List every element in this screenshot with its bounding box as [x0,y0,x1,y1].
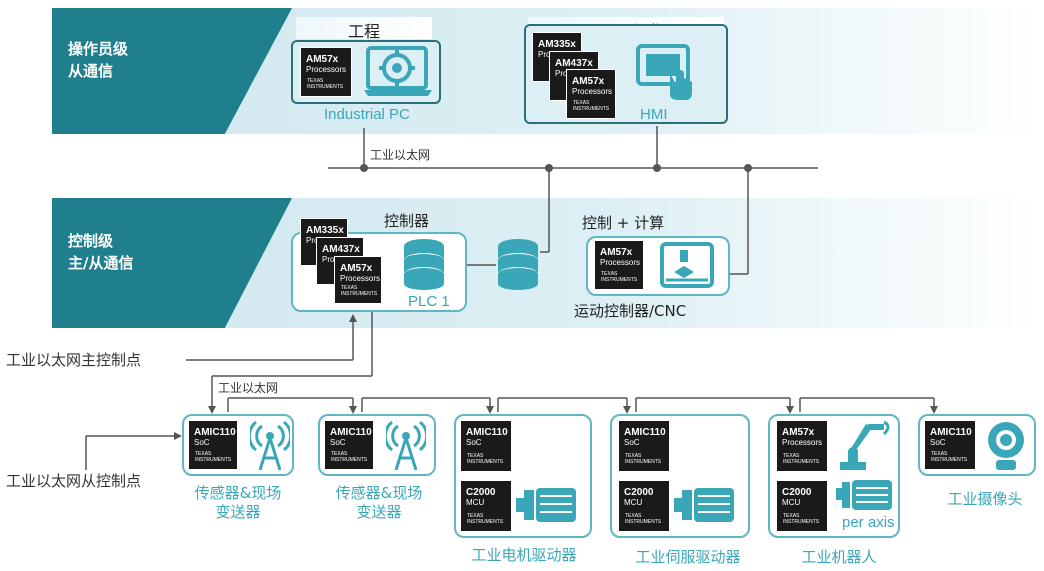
engineering-title: 工程 [348,22,381,41]
gear-monitor-icon [364,46,432,96]
ethernet-label-bottom: 工业以太网 [218,381,279,395]
antenna-tower-icon [250,420,290,471]
engineering-header [296,17,432,39]
cnc-machine-icon [660,242,714,288]
motor-drive-label: 工业电机驱动器 [471,546,577,564]
master-point-label: 工业以太网主控制点 [6,351,142,369]
webcam-icon [988,422,1024,470]
industrial-pc-label: Industrial PC [324,106,410,123]
robot-motor-icon [836,480,892,510]
sensor-label-1: 传感器&现场变送器 [194,484,282,521]
operator-tier-label: 操作员级从通信 [68,40,129,80]
motor-icon [516,488,576,522]
control-tier-label: 控制级主/从通信 [68,232,134,272]
robot-arm-icon [840,420,890,470]
camera-label: 工业摄像头 [947,490,1023,508]
antenna-tower-icon-2 [386,420,426,471]
hmi-label: HMI [640,106,668,123]
plc-label: PLC 1 [408,293,450,310]
motion-cnc-label: 运动控制器/CNC [574,302,687,320]
database-icon [404,239,444,290]
database-icon-standalone [498,239,538,290]
servo-drive-label: 工业伺服驱动器 [635,548,741,566]
per-axis-label: per axis [842,514,895,531]
robot-label: 工业机器人 [801,548,877,566]
servo-motor-icon [674,488,734,522]
ethernet-label-top: 工业以太网 [370,148,431,162]
touch-panel-icon [636,44,692,100]
control-compute-title: 控制 + 计算 [582,214,665,232]
sensor-label-2: 传感器&现场变送器 [335,484,423,521]
slave-point-label: 工业以太网从控制点 [6,472,142,490]
controller-title: 控制器 [384,212,430,230]
